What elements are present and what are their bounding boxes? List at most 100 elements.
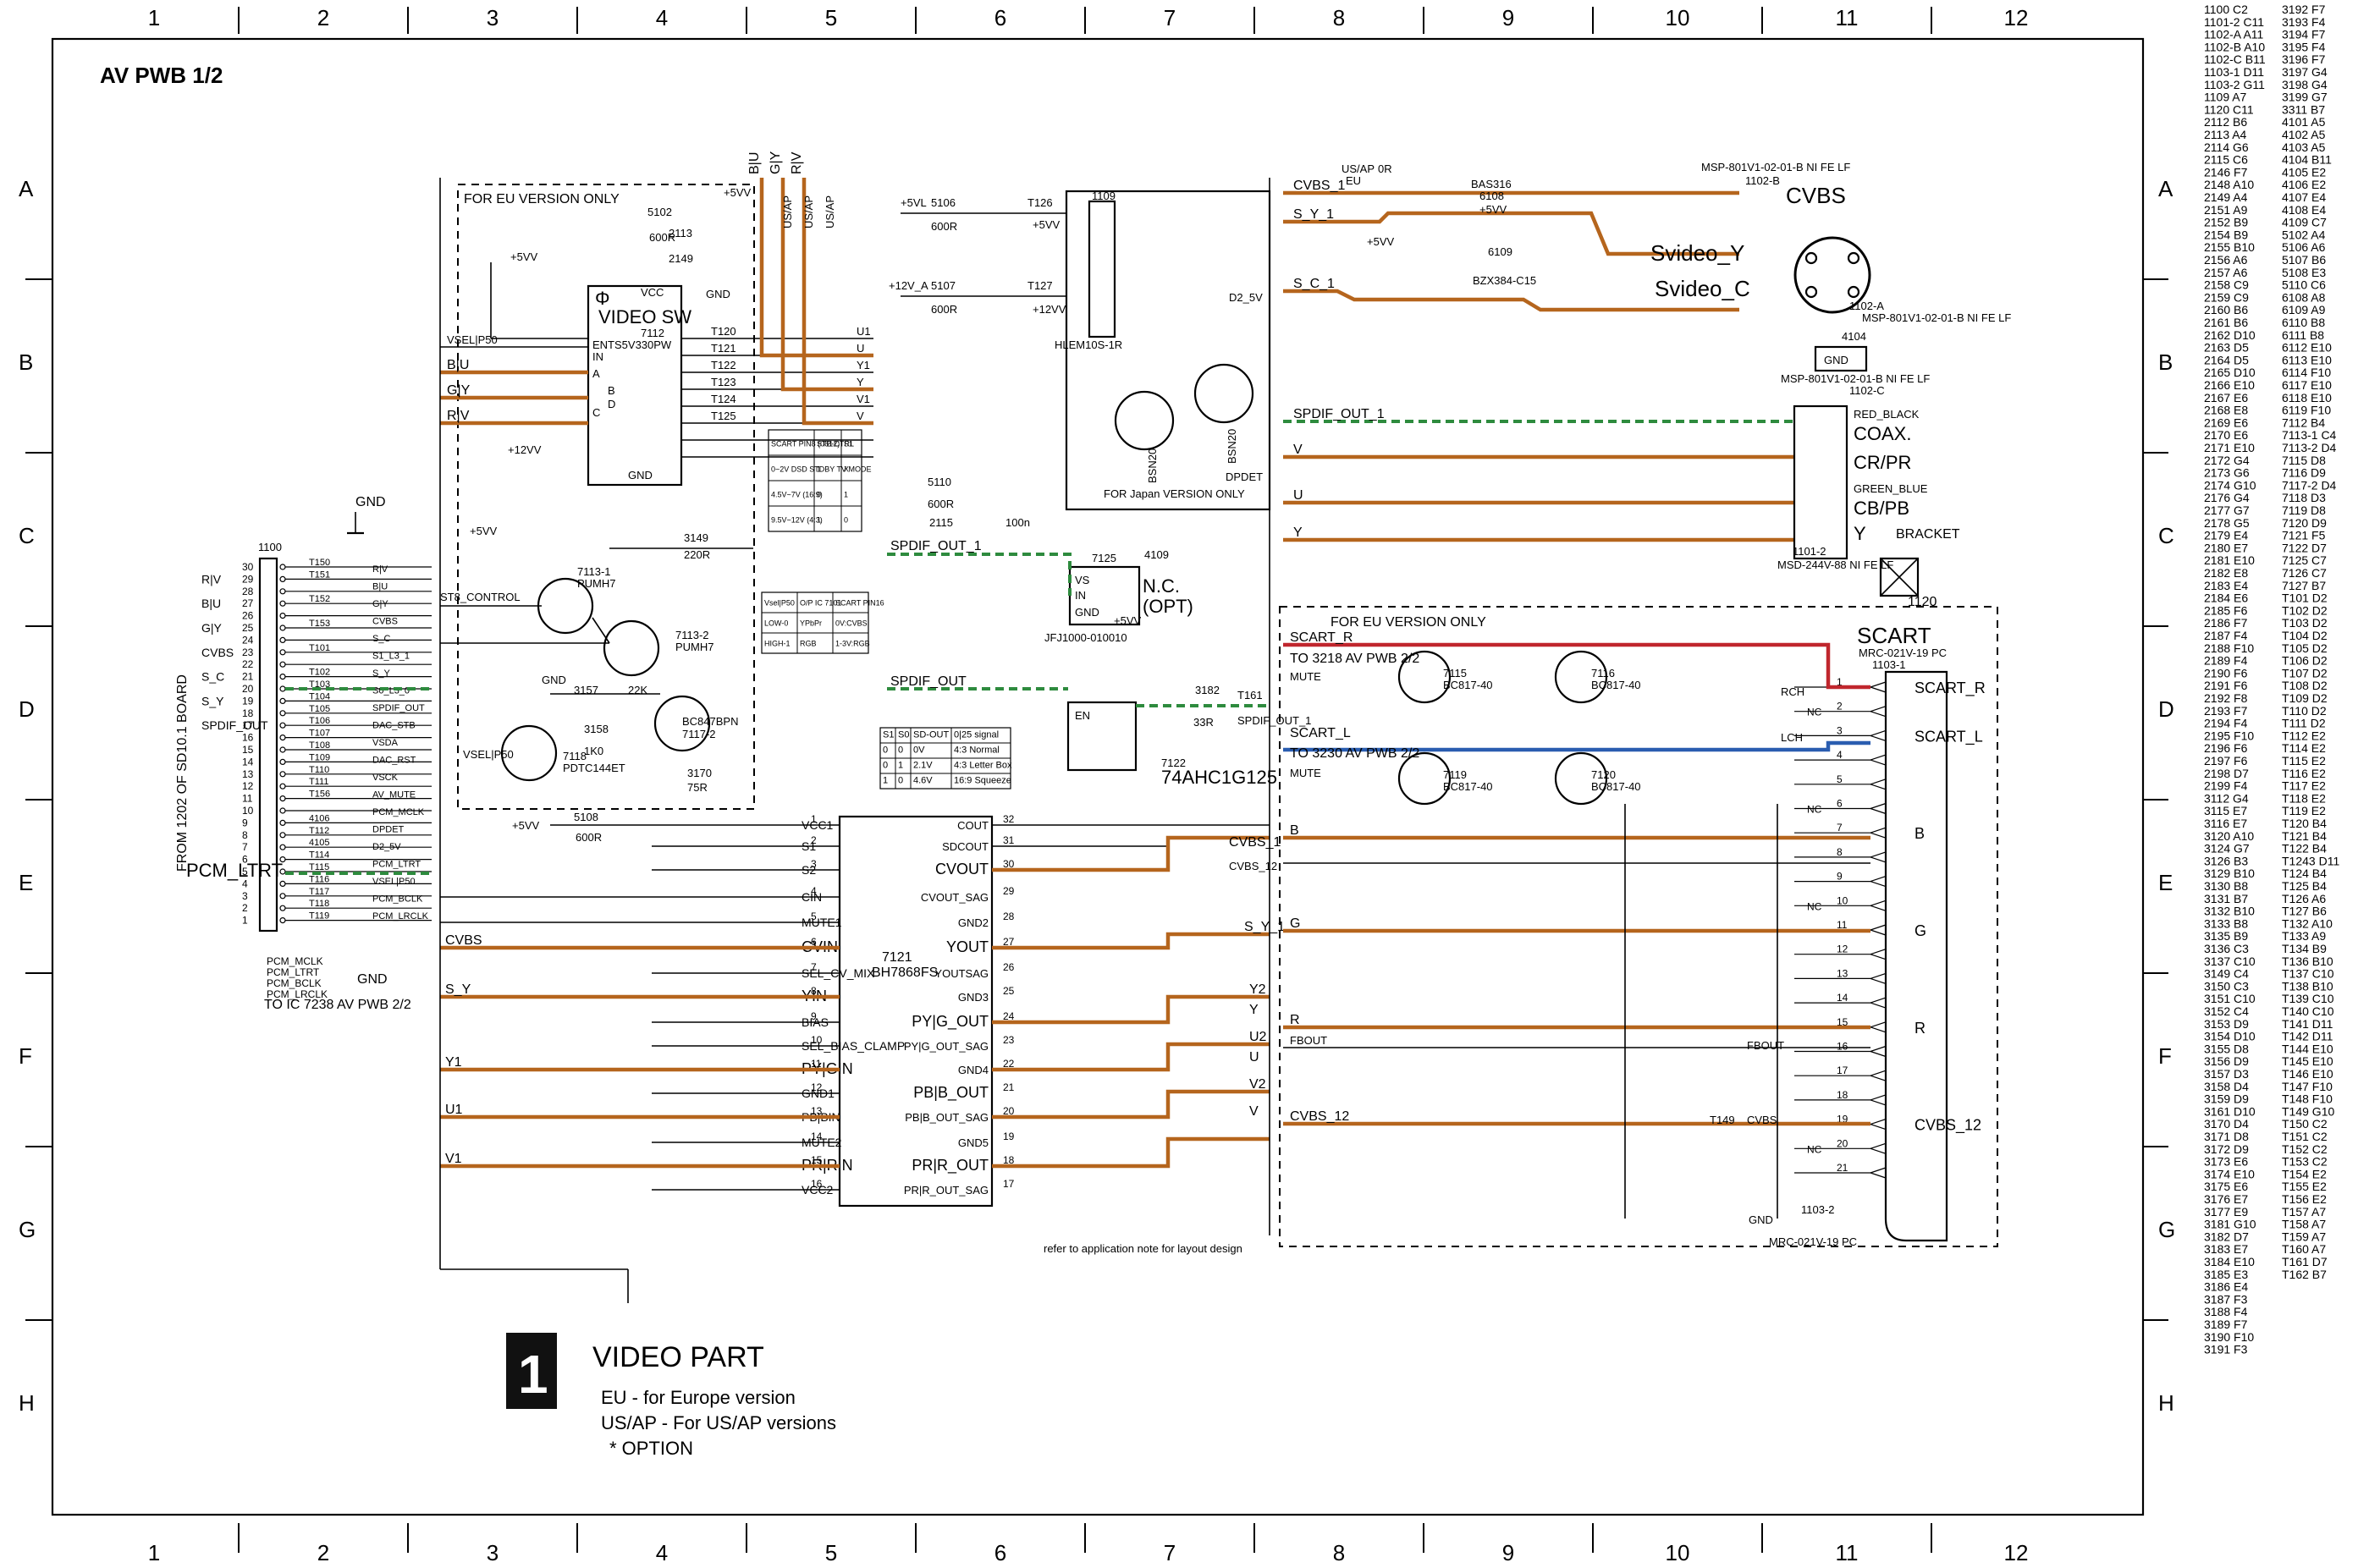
scart-pin-nc: NC (1807, 804, 1822, 816)
svg-text:EN: EN (1075, 709, 1090, 722)
bh-pin-name: PY|G_OUT_SAG (904, 1040, 989, 1053)
bh-pin-name: COUT (957, 819, 989, 832)
svg-text:600R: 600R (928, 498, 954, 510)
svg-text:T121: T121 (711, 342, 736, 355)
svg-text:6108: 6108 (1479, 190, 1504, 202)
table-cell: 1 (898, 761, 903, 771)
pin-signal: G|Y (201, 621, 223, 635)
index-entry: 3198 G4 (2282, 78, 2328, 91)
pcm-signal: PCM_MCLK (267, 955, 323, 967)
pdtc-part: PDTC144ET (563, 762, 625, 774)
vsel-label-b: VSEL|P50 (463, 748, 514, 761)
index-entry: 3135 B9 (2204, 929, 2248, 943)
index-entry: 2198 D7 (2204, 767, 2249, 780)
index-entry: T1243 D11 (2282, 854, 2339, 867)
index-entry: T147 F10 (2282, 1080, 2333, 1093)
index-entry: 3189 F7 (2204, 1318, 2248, 1331)
av-jacks: CVBS_1 S_Y_1 S_C_1 SPDIF_OUT_1 V U Y US/… (1283, 161, 2011, 609)
index-entry: T150 C2 (2282, 1117, 2328, 1131)
svg-text:Y: Y (857, 376, 864, 388)
gnd-label-1100: GND (355, 495, 386, 509)
index-entry: T112 E2 (2282, 729, 2326, 742)
jfj-part: JFJ1000-010010 (1044, 631, 1127, 644)
index-entry: T124 B4 (2282, 867, 2327, 880)
ahc-ref: 7122 (1161, 756, 1186, 769)
index-entry: 6117 E10 (2282, 378, 2332, 392)
grid-row-left: H (19, 1390, 35, 1416)
p5vv-b: +5VV (724, 186, 751, 199)
index-entry: T104 D2 (2282, 629, 2328, 642)
svg-text:U: U (857, 342, 864, 355)
index-entry: 3174 E10 (2204, 1167, 2255, 1180)
index-entry: 2158 C9 (2204, 278, 2249, 292)
scart-pin-number: 8 (1837, 846, 1843, 858)
conn-net-label: AV_MUTE (372, 790, 416, 801)
index-entry: T117 E2 (2282, 779, 2326, 793)
cvbs-jack: CVBS (1786, 183, 1846, 208)
cr-pr: CR/PR (1854, 452, 1911, 473)
index-entry: 1109 A7 (2204, 91, 2247, 104)
index-entry: T157 A7 (2282, 1205, 2326, 1219)
table-cell: 0 (883, 745, 888, 756)
svg-text:D: D (608, 398, 615, 410)
table-cell: STB-CTRL (817, 440, 854, 448)
y1-label: Y1 (857, 359, 870, 371)
index-entry: 3154 D10 (2204, 1030, 2256, 1043)
scart-pin-number: 20 (1837, 1137, 1848, 1149)
index-entry: 3126 B3 (2204, 854, 2248, 867)
legend-line-1: EU - for Europe version (601, 1387, 796, 1408)
svideo-y: Svideo_Y (1650, 240, 1744, 266)
sheet-title: AV PWB 1/2 (100, 63, 223, 88)
svg-text:BZX384-C15: BZX384-C15 (1473, 274, 1536, 287)
index-entry: 3190 F10 (2204, 1330, 2254, 1344)
index-entry: T154 E2 (2282, 1167, 2327, 1180)
test-point: 4105 (309, 838, 329, 848)
bh-pin-number: 4 (811, 885, 817, 897)
scart-pin-signal: B (1914, 825, 1925, 842)
spdif-out1-l: SPDIF_OUT_1 (890, 539, 982, 553)
bh-pin-name: CVOUT_SAG (921, 891, 989, 904)
layout-note: refer to application note for layout des… (1044, 1242, 1242, 1255)
scart-r2-in: R (1290, 1013, 1300, 1027)
p5vv-d: +5VV (512, 819, 539, 832)
index-entry: 3151 C10 (2204, 992, 2256, 1005)
grid-col-bottom: 7 (1164, 1540, 1176, 1565)
cvbs1-in: CVBS_1 (1293, 179, 1345, 193)
svg-text:T124: T124 (711, 393, 736, 405)
bh-pin-number: 9 (811, 1010, 817, 1022)
scart-pin-number: 18 (1837, 1089, 1848, 1101)
grid-col-bottom: 2 (317, 1540, 329, 1565)
table-cell: 0V (913, 745, 925, 756)
fbout-small: FBOUT (1747, 1039, 1784, 1052)
index-entry: 2186 F7 (2204, 616, 2248, 630)
bh-pin-number: 32 (1003, 813, 1015, 825)
y-jack: Y (1854, 523, 1866, 544)
pin-number: 3 (242, 890, 248, 902)
index-entry: 2162 D10 (2204, 328, 2256, 342)
index-entry: 3175 E6 (2204, 1180, 2248, 1193)
p5vv-a: +5VV (510, 250, 537, 263)
pin-number: 12 (242, 780, 254, 792)
svg-text:2115: 2115 (929, 516, 953, 529)
index-entry: 2180 E7 (2204, 541, 2248, 554)
index-entry: 2156 A6 (2204, 253, 2248, 267)
test-point: T156 (309, 790, 330, 800)
svg-text:T149: T149 (1710, 1114, 1735, 1126)
table-cell: 0|25 signal (954, 730, 999, 740)
test-point: T104 (309, 691, 330, 701)
bh-pin-name: PB|B_OUT (913, 1084, 989, 1102)
test-point: T117 (309, 887, 329, 897)
bh-pin-number: 19 (1003, 1131, 1015, 1142)
index-entry: 2113 A4 (2204, 128, 2247, 141)
index-entry: T151 C2 (2282, 1130, 2328, 1143)
index-entry: T108 D2 (2282, 679, 2328, 692)
index-entry: 2196 F6 (2204, 741, 2248, 755)
index-entry: 3172 D9 (2204, 1142, 2249, 1156)
index-entry: 2148 A10 (2204, 178, 2254, 191)
bh-pin-number: 5 (811, 911, 817, 922)
grid-col-bottom: 10 (1666, 1540, 1690, 1565)
bh-pin-number: 11 (811, 1058, 822, 1070)
index-entry: 3183 E7 (2204, 1242, 2248, 1256)
grid-col-bottom: 11 (1836, 1540, 1859, 1565)
